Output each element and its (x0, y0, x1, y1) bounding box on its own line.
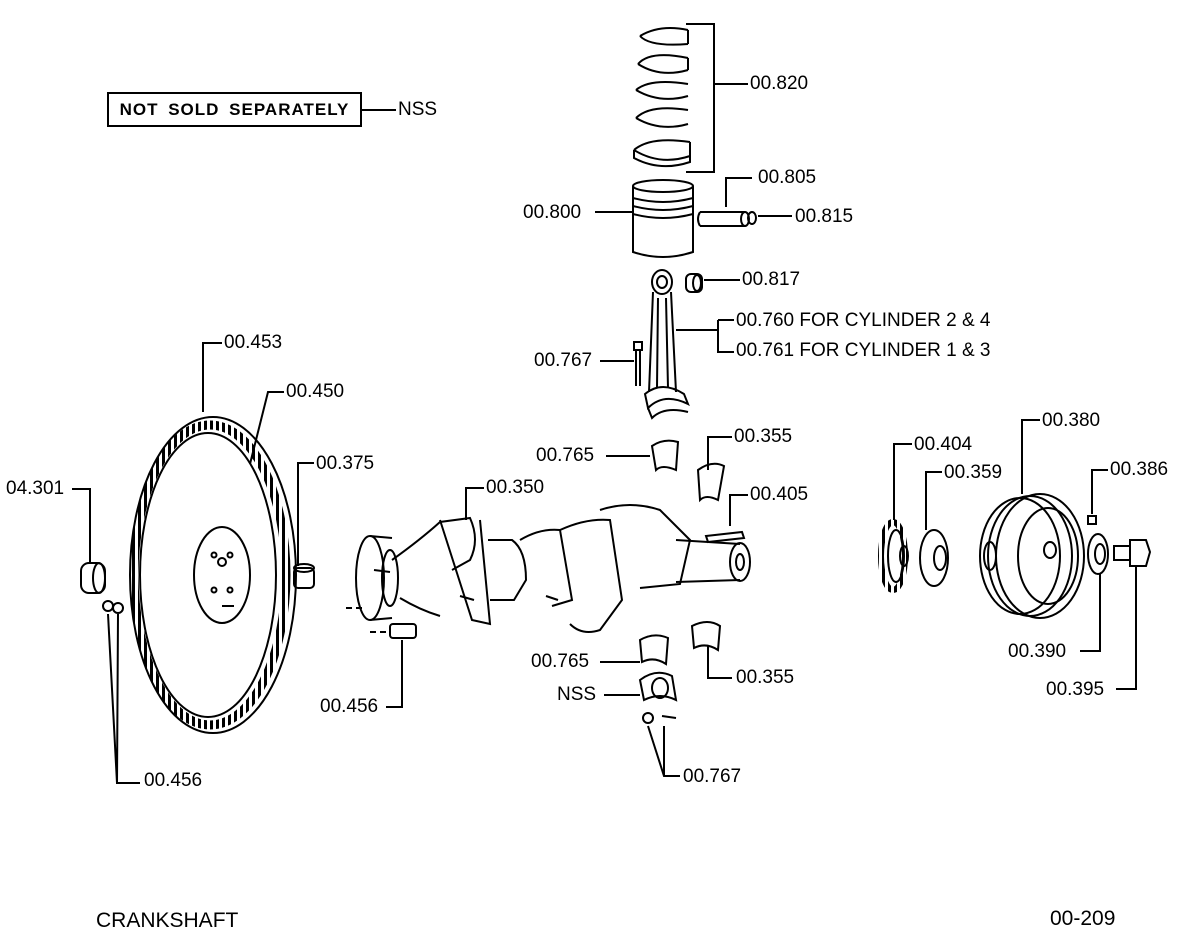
leader-bearing (72, 488, 91, 562)
leader-rings (686, 23, 748, 173)
leader-main-shell-lower (707, 646, 732, 679)
callout-rod-bolt: 00.767 (534, 350, 593, 371)
callout-flywheel-bolt-left: 00.456 (144, 770, 203, 791)
rod-cap (638, 671, 678, 702)
leader-flywheel-bolt-right (386, 640, 403, 708)
callout-rings: 00.820 (750, 73, 809, 94)
callout-woodruff-key: 00.386 (1110, 459, 1169, 480)
leader-woodruff-key (1091, 469, 1108, 514)
callout-cap-nut: 00.767 (683, 766, 742, 787)
callout-lower-shell: 00.765 (531, 651, 590, 672)
callout-bushing: 00.375 (316, 453, 375, 474)
page-number: 00-209 (1050, 907, 1116, 930)
callout-rod-2-4: 00.760 FOR CYLINDER 2 & 4 (736, 310, 991, 331)
main-shell-upper (696, 462, 726, 503)
leader-washer (1080, 574, 1101, 652)
leader-pulley-bolt (1116, 566, 1137, 690)
flywheel-bolts (102, 600, 124, 614)
key (704, 530, 746, 544)
leader-flywheel-bolt-left (107, 613, 140, 784)
main-shell-lower (690, 621, 722, 652)
callout-flywheel: 00.450 (286, 381, 345, 402)
leader-main-shell-upper (707, 436, 732, 470)
pulley-bolt (1113, 539, 1152, 567)
callout-rod-1-3: 00.761 FOR CYLINDER 1 & 3 (736, 340, 991, 361)
callout-crankshaft: 00.350 (486, 477, 545, 498)
leader-crankshaft (465, 487, 484, 520)
leader-rod-bracket (676, 319, 734, 353)
flywheel (129, 416, 297, 734)
leader-pulley (1021, 419, 1040, 494)
nss-legend-code: NSS (398, 99, 438, 120)
circlip (747, 211, 757, 225)
callout-cap-nss: NSS (557, 684, 597, 705)
piston-pin (697, 211, 750, 227)
callout-spacer: 00.359 (944, 462, 1003, 483)
callout-piston-pin: 00.805 (758, 167, 817, 188)
leader-ring-gear (202, 342, 222, 412)
small-end-bush (685, 273, 703, 293)
callout-circlip: 00.815 (795, 206, 854, 227)
callout-main-shell-lower: 00.355 (736, 667, 795, 688)
lower-shell (638, 634, 670, 666)
piston (632, 179, 694, 258)
spacer (919, 529, 949, 587)
callout-key: 00.405 (750, 484, 809, 505)
bushing (293, 563, 315, 589)
bearing (80, 562, 106, 594)
leader-bushing (297, 462, 314, 566)
crankshaft (355, 504, 751, 633)
upper-shell-left (650, 439, 680, 473)
leader-spacer (925, 471, 942, 530)
callout-pulley: 00.380 (1042, 410, 1101, 431)
callout-ring-gear: 00.453 (224, 332, 283, 353)
washer (1087, 533, 1109, 575)
callout-main-shell-upper: 00.355 (734, 426, 793, 447)
woodruff-key (1087, 515, 1097, 525)
callout-small-end-bush: 00.817 (742, 269, 801, 290)
callout-bearing: 04.301 (6, 478, 65, 499)
callout-upper-shell: 00.765 (536, 445, 595, 466)
not-sold-separately-box: NOT SOLD SEPARATELY (107, 92, 362, 127)
leader-cap-nut (647, 725, 680, 777)
callout-piston: 00.800 (523, 202, 582, 223)
leader-key (729, 494, 748, 526)
leader-timing-gear (893, 443, 912, 520)
pulley (979, 493, 1085, 619)
page-title: CRANKSHAFT (96, 909, 239, 932)
callout-flywheel-bolt-right: 00.456 (320, 696, 379, 717)
callout-pulley-bolt: 00.395 (1046, 679, 1105, 700)
rod-bolt (633, 341, 643, 386)
piston-rings (633, 27, 691, 168)
timing-gear (878, 519, 909, 593)
leader-flywheel (249, 391, 284, 465)
callout-timing-gear: 00.404 (914, 434, 973, 455)
flywheel-bolt (346, 607, 417, 639)
cap-nut (642, 712, 677, 724)
connecting-rod (643, 269, 690, 420)
leader-piston-pin (725, 177, 752, 207)
callout-washer: 00.390 (1008, 641, 1067, 662)
